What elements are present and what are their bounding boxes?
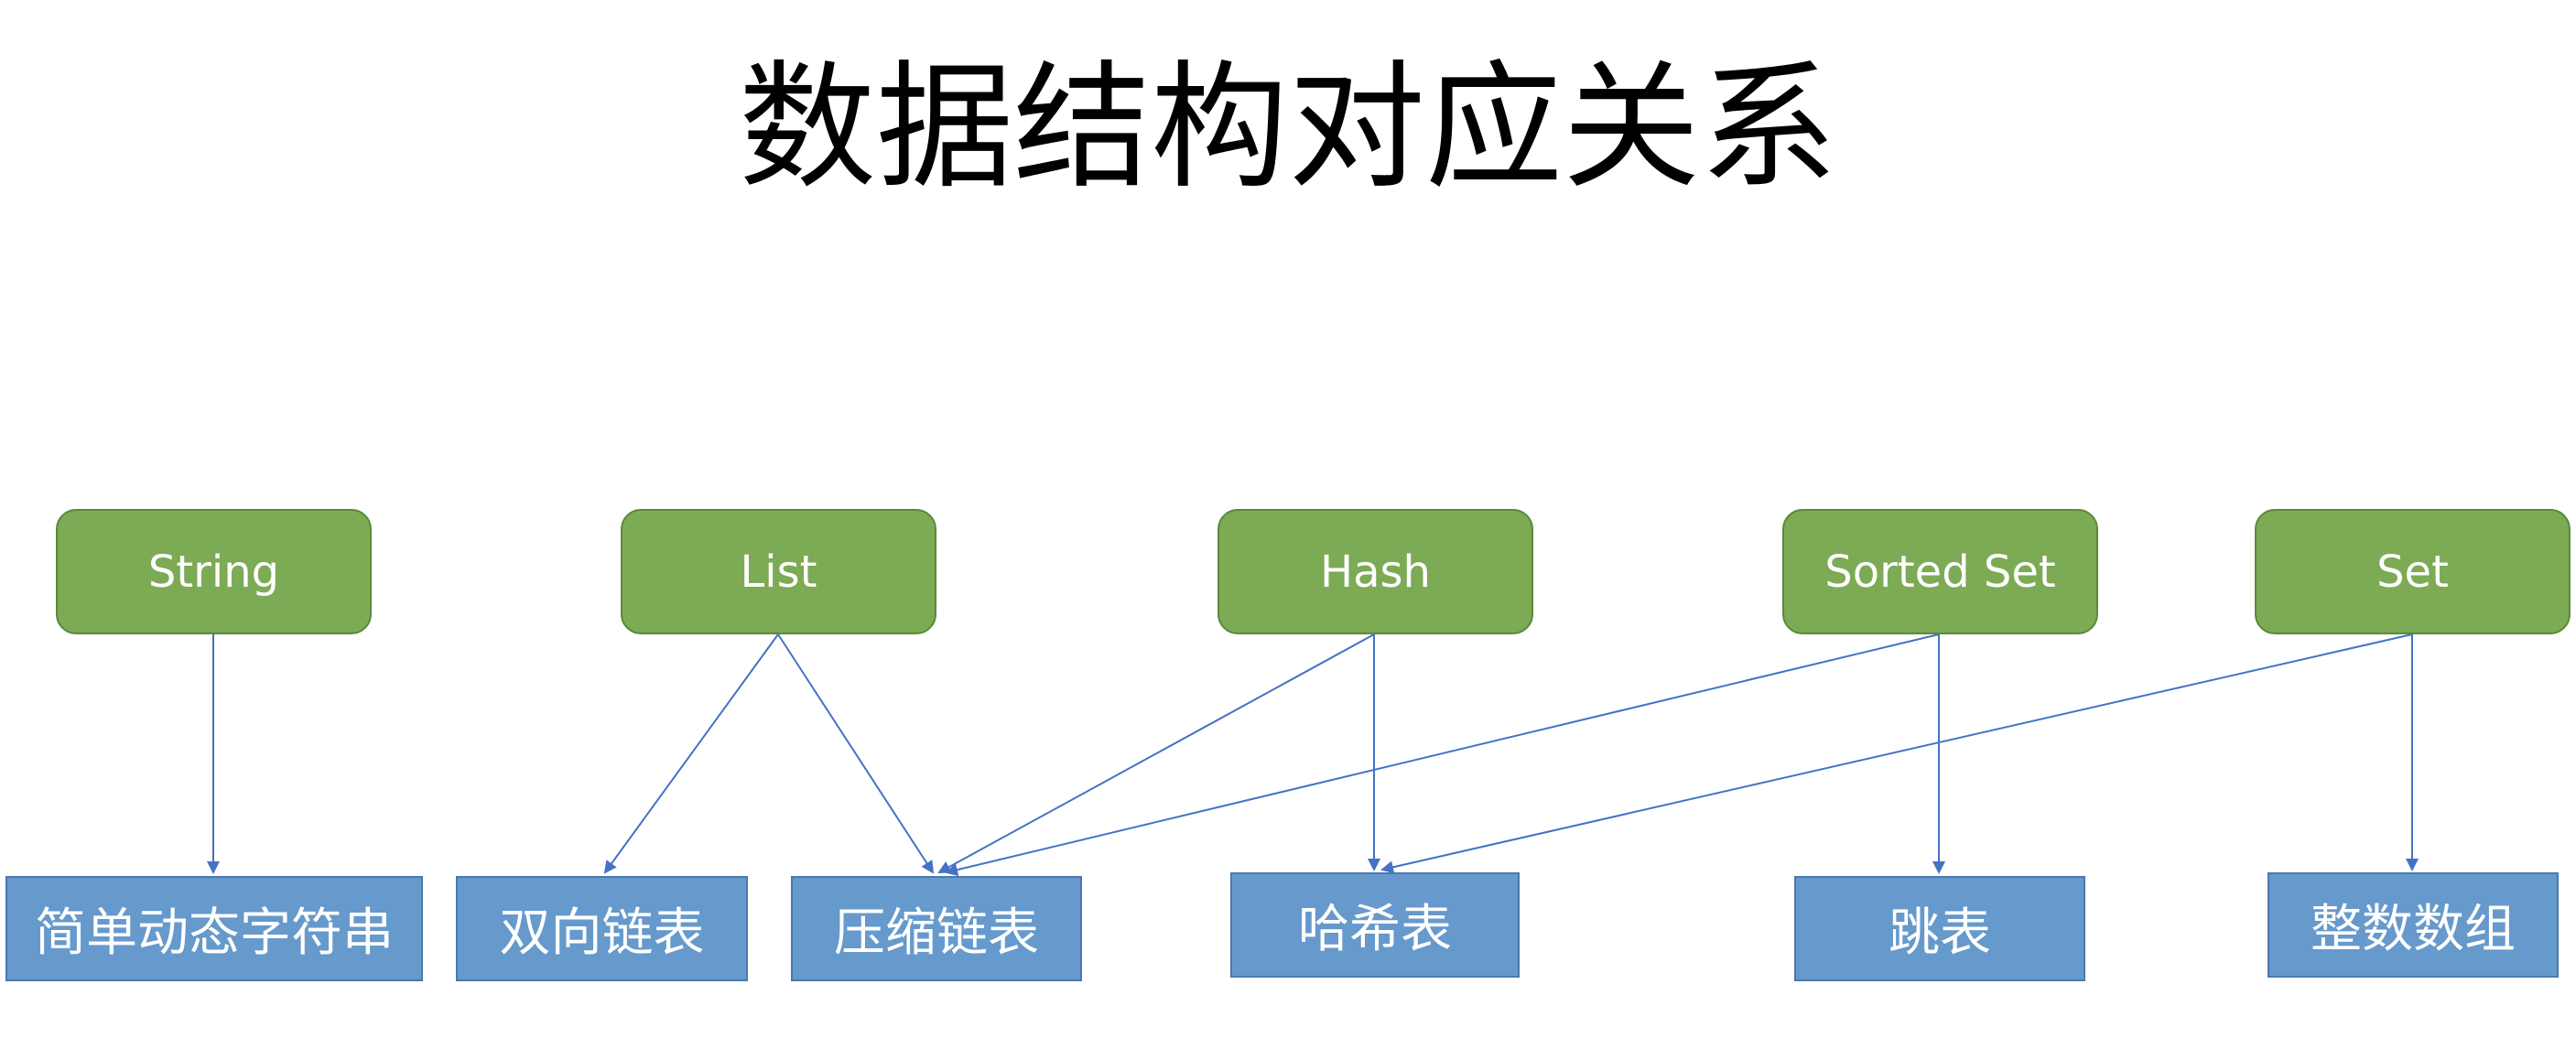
impl-node-skiplist: 跳表 bbox=[1794, 876, 2085, 981]
type-node-hash: Hash bbox=[1218, 509, 1533, 634]
arrow-set-hashtable bbox=[1380, 633, 2413, 874]
arrow-list-linkedlist bbox=[603, 633, 779, 874]
impl-node-hashtable: 哈希表 bbox=[1230, 872, 1520, 978]
impl-label: 压缩链表 bbox=[834, 903, 1039, 963]
type-label: Set bbox=[2376, 546, 2449, 598]
type-node-sorted-set: Sorted Set bbox=[1782, 509, 2098, 634]
page-title: 数据结构对应关系 bbox=[738, 49, 1837, 208]
impl-node-sds: 简单动态字符串 bbox=[5, 876, 423, 981]
impl-label: 双向链表 bbox=[499, 903, 705, 963]
impl-label: 跳表 bbox=[1889, 903, 1991, 963]
type-label: List bbox=[740, 546, 817, 598]
type-label: Hash bbox=[1320, 546, 1431, 598]
impl-label: 简单动态字符串 bbox=[35, 903, 394, 963]
impl-node-intset: 整数数组 bbox=[2268, 872, 2559, 978]
type-label: String bbox=[147, 546, 280, 598]
impl-label: 哈希表 bbox=[1298, 900, 1452, 959]
impl-label: 整数数组 bbox=[2311, 900, 2516, 959]
type-node-set: Set bbox=[2255, 509, 2571, 634]
type-node-list: List bbox=[621, 509, 936, 634]
type-node-string: String bbox=[56, 509, 372, 634]
arrow-zset-ziplist bbox=[945, 633, 1940, 877]
type-label: Sorted Set bbox=[1824, 546, 2056, 598]
arrow-hash-ziplist bbox=[937, 633, 1375, 873]
arrow-list-ziplist bbox=[777, 633, 935, 874]
impl-node-ziplist: 压缩链表 bbox=[791, 876, 1082, 981]
impl-node-linkedlist: 双向链表 bbox=[456, 876, 748, 981]
